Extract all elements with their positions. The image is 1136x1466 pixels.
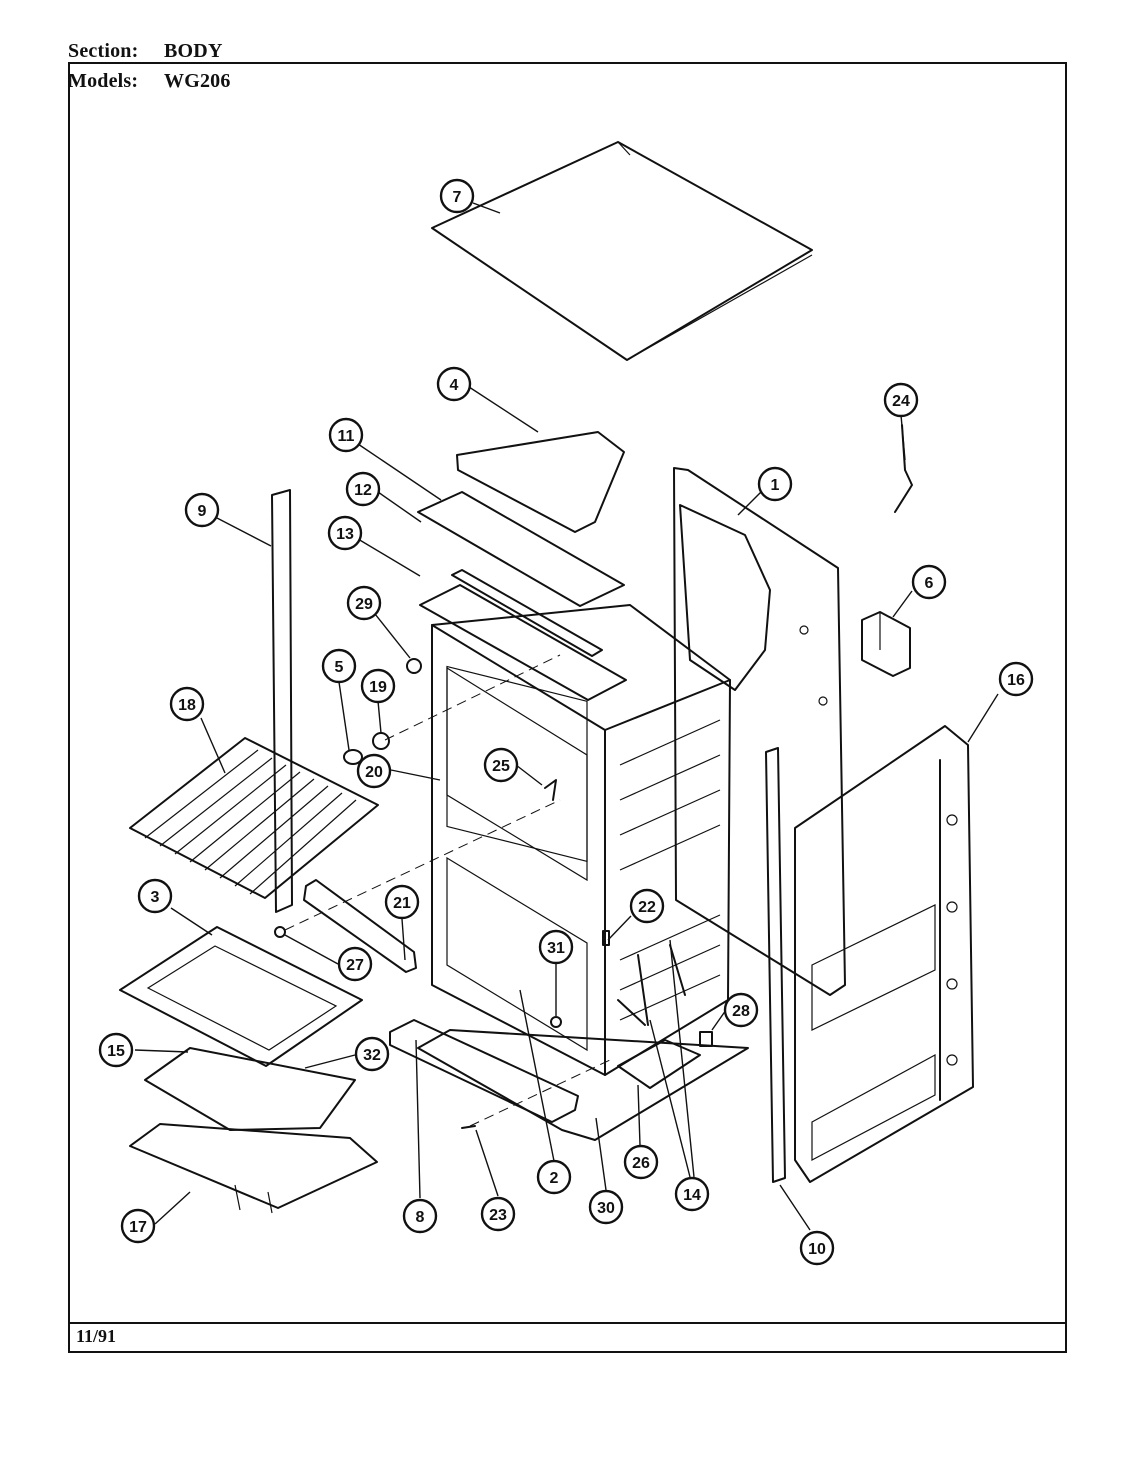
svg-text:24: 24 [892,393,910,410]
svg-text:27: 27 [346,957,364,974]
callout-2: 2 [536,1159,572,1195]
callout-23: 23 [480,1196,516,1232]
svg-text:14: 14 [683,1187,701,1204]
svg-text:9: 9 [198,503,207,520]
svg-text:6: 6 [925,575,934,592]
part-bottom-channel [389,1019,579,1123]
callout-13: 13 [327,515,363,551]
part-oven-door [794,725,974,1183]
svg-text:32: 32 [363,1047,381,1064]
callout-12: 12 [345,471,381,507]
callout-5: 5 [321,648,357,684]
svg-text:2: 2 [550,1170,559,1187]
callout-11: 11 [328,417,364,453]
part-junction-box [861,611,911,677]
svg-text:20: 20 [365,764,383,781]
callout-27: 27 [337,946,373,982]
callout-3: 3 [137,878,173,914]
models-value: WG206 [164,70,231,92]
part-top-panel [431,141,813,361]
callout-16: 16 [998,661,1034,697]
models-label: Models: [68,70,139,92]
svg-text:13: 13 [336,526,354,543]
part-back-panel [673,467,846,996]
leader-lines [134,202,999,1231]
callout-32: 32 [354,1036,390,1072]
part-bracket [303,879,417,973]
part-broil-pan-cover [119,926,363,1067]
diagram-frame [68,62,1067,1353]
callout-15: 15 [98,1032,134,1068]
svg-text:23: 23 [489,1207,507,1224]
svg-text:16: 16 [1007,672,1025,689]
callout-31: 31 [538,929,574,965]
svg-text:31: 31 [547,940,565,957]
callout-24: 24 [883,382,919,418]
section-label: Section: [68,40,139,62]
svg-text:11: 11 [338,428,355,445]
part-bottom-pan [417,1029,749,1141]
part-door-springs [617,944,686,1026]
svg-text:19: 19 [369,679,387,696]
callout-4: 4 [436,366,472,402]
callout-8: 8 [402,1198,438,1234]
callout-26: 26 [623,1144,659,1180]
svg-text:21: 21 [393,895,411,912]
svg-text:29: 29 [355,596,373,613]
callout-9: 9 [184,492,220,528]
svg-text:25: 25 [492,758,510,775]
assembly-lines [284,654,611,1127]
part-bottom-bracket [617,1039,701,1089]
callout-14: 14 [674,1176,710,1212]
svg-text:10: 10 [808,1241,826,1258]
svg-text:12: 12 [354,482,372,499]
svg-text:8: 8 [416,1209,425,1226]
callout-20: 20 [356,753,392,789]
svg-text:28: 28 [732,1003,750,1020]
callout-10: 10 [799,1230,835,1266]
part-broil-frame [129,1123,378,1214]
svg-text:3: 3 [151,889,160,906]
callout-7: 7 [439,178,475,214]
svg-text:26: 26 [632,1155,650,1172]
part-left-trim [271,489,293,913]
footer-rule [68,1322,1067,1324]
callout-6: 6 [911,564,947,600]
svg-text:30: 30 [597,1200,615,1217]
callout-21: 21 [384,884,420,920]
svg-text:4: 4 [450,377,459,394]
callout-1: 1 [757,466,793,502]
svg-text:18: 18 [178,697,196,714]
part-oven-rack [129,737,379,899]
callout-17: 17 [120,1208,156,1244]
callout-19: 19 [360,668,396,704]
part-broil-pan [144,1047,356,1131]
svg-text:1: 1 [771,477,780,494]
footer-date: 11/91 [76,1326,117,1346]
svg-text:7: 7 [453,189,462,206]
callout-30: 30 [588,1189,624,1225]
callout-18: 18 [169,686,205,722]
callout-22: 22 [629,888,665,924]
callout-29: 29 [346,585,382,621]
svg-text:17: 17 [129,1219,147,1236]
svg-text:5: 5 [335,659,344,676]
part-oven-body [431,604,731,1076]
svg-text:15: 15 [107,1043,125,1060]
callout-25: 25 [483,747,519,783]
callout-28: 28 [723,992,759,1028]
svg-text:22: 22 [638,899,656,916]
part-right-trim [765,747,786,1183]
part-heat-shield [456,431,625,533]
section-value: BODY [164,40,223,62]
